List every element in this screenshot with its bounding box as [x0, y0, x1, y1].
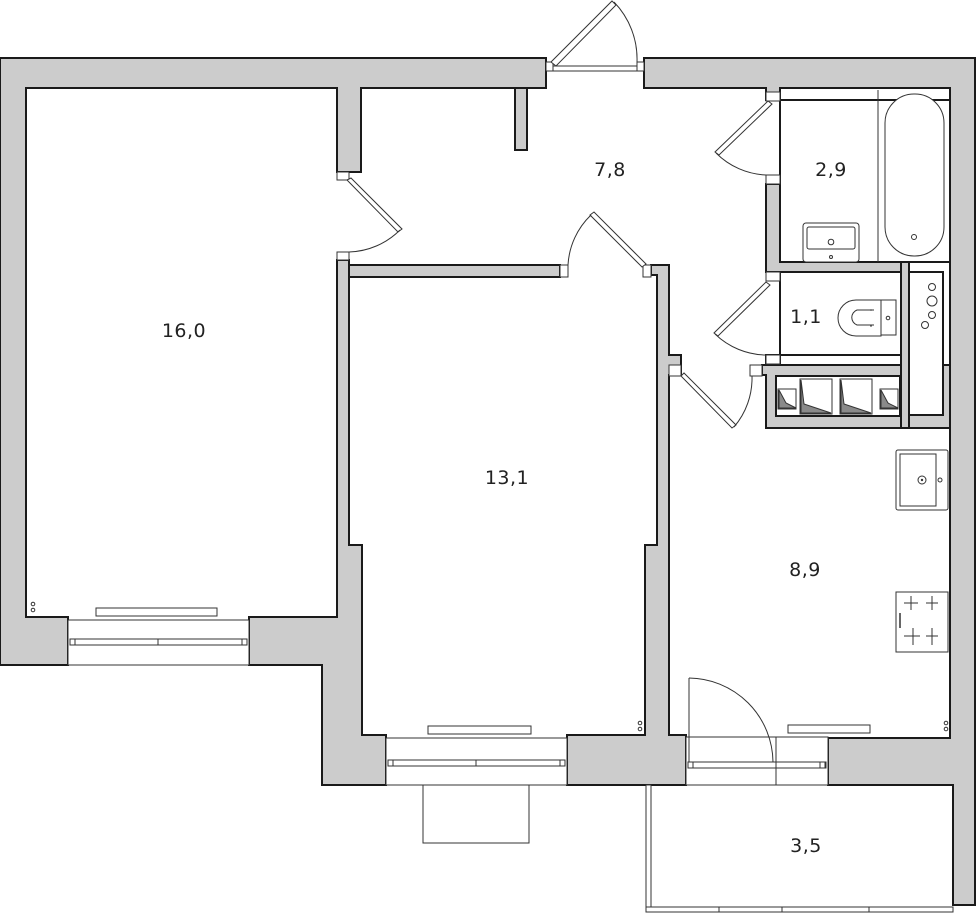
room-area-bedroom-large: 16,0 [161, 320, 207, 342]
riser-pipes [921, 283, 938, 329]
room-area-bedroom: 13,1 [484, 467, 530, 489]
door-bathroom[interactable] [714, 91, 781, 185]
utility-meters [777, 378, 899, 415]
wall-bedroom-right [566, 264, 687, 786]
door-bedroom-large[interactable] [336, 171, 403, 261]
outer-wall-left [0, 57, 547, 666]
entrance-door[interactable] [545, 0, 645, 72]
wall-bottom-left-block [248, 259, 387, 786]
room-area-toilet: 1,1 [790, 306, 822, 328]
toilet-fixture [837, 299, 897, 337]
wall-bedroom-top [348, 264, 561, 278]
room-area-bathroom: 2,9 [815, 159, 847, 181]
kitchen-stove [895, 591, 949, 653]
wall-shaft-divider [900, 261, 910, 429]
window-bedroom [385, 720, 643, 844]
balcony-glazing [645, 784, 954, 913]
door-kitchen[interactable] [668, 364, 763, 429]
hallway-stub-wall [514, 87, 528, 151]
door-toilet[interactable] [713, 271, 781, 365]
room-area-hallway: 7,8 [594, 159, 626, 181]
door-bedroom[interactable] [559, 211, 652, 278]
bathroom-sink [802, 222, 860, 263]
window-bedroom-large [30, 601, 250, 666]
room-area-kitchen: 8,9 [789, 559, 821, 581]
window-kitchen-balcony[interactable] [685, 677, 949, 786]
ac-unit [422, 784, 530, 844]
room-area-balcony: 3,5 [790, 835, 822, 857]
kitchen-sink [895, 449, 949, 511]
bathtub [877, 90, 945, 262]
